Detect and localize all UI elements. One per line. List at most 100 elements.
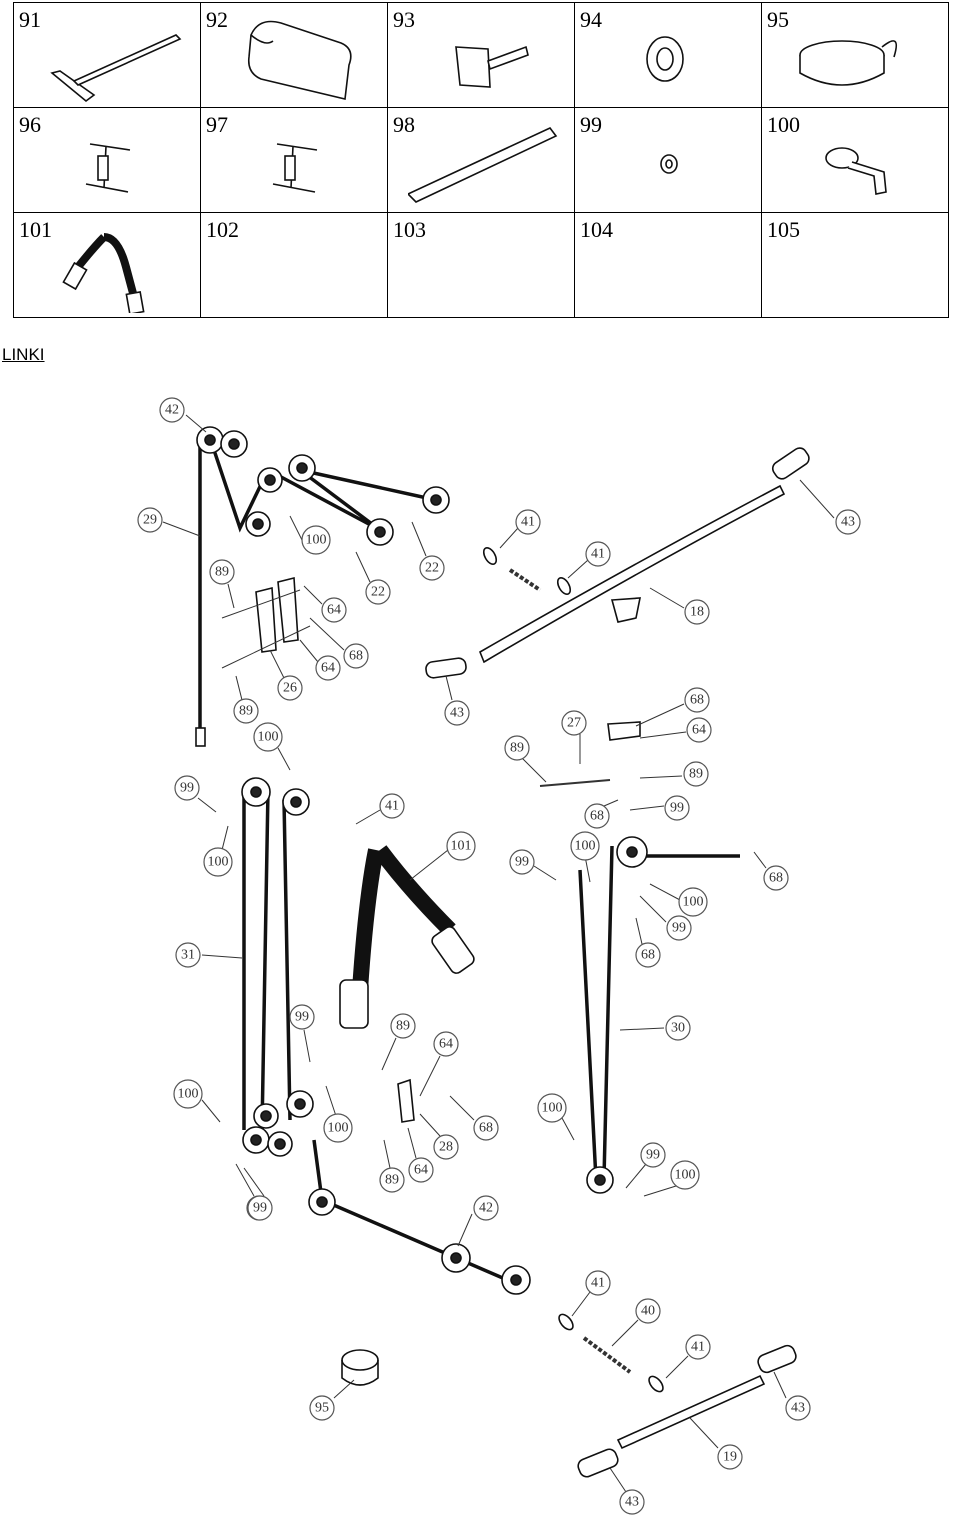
- plate-with-rod-icon: [50, 34, 182, 103]
- callout-label: 64: [692, 723, 706, 738]
- leader-line: [609, 1467, 627, 1493]
- leader-line: [303, 1029, 311, 1063]
- callout-label: 100: [328, 1121, 349, 1136]
- callout-99: 99: [664, 795, 690, 821]
- leader-line: [221, 825, 229, 851]
- leader-line: [197, 797, 217, 813]
- leader-line: [689, 1417, 719, 1449]
- part-number: 104: [580, 217, 613, 242]
- part-number: 96: [19, 112, 41, 137]
- callout-label: 100: [683, 895, 704, 910]
- leader-line: [567, 559, 589, 579]
- leader-line: [611, 1319, 639, 1347]
- callout-99: 99: [640, 1142, 666, 1168]
- table-cell: 104: [574, 212, 762, 318]
- callout-64: 64: [433, 1031, 459, 1057]
- leader-line: [201, 954, 243, 959]
- callout-68: 68: [343, 643, 369, 669]
- callout-label: 41: [591, 1276, 605, 1291]
- h-bracket-icon: [272, 143, 318, 193]
- callout-label: 100: [542, 1101, 563, 1116]
- parts-table: 91 92 93 94 95 96 97 98 99 100 101 102 1…: [13, 2, 949, 318]
- callout-label: 43: [841, 515, 855, 530]
- leader-line: [799, 479, 835, 519]
- table-cell: 103: [387, 212, 575, 318]
- callout-42: 42: [159, 397, 185, 423]
- leader-line: [289, 515, 303, 541]
- leader-line: [773, 1371, 787, 1399]
- table-cell: 101: [13, 212, 201, 318]
- callout-label: 101: [451, 839, 472, 854]
- leader-line: [619, 1027, 665, 1031]
- leader-line: [277, 747, 291, 771]
- callout-label: 18: [690, 605, 704, 620]
- callout-label: 99: [515, 855, 529, 870]
- callout-label: 89: [215, 565, 229, 580]
- part-number: 91: [19, 7, 41, 32]
- table-row: 96 97 98 99 100: [13, 107, 949, 213]
- callout-26: 26: [277, 675, 303, 701]
- callout-label: 89: [510, 741, 524, 756]
- table-cell: 92: [200, 2, 388, 108]
- callout-label: 64: [321, 661, 335, 676]
- leader-line: [499, 527, 519, 549]
- callout-label: 41: [691, 1340, 705, 1355]
- diagram-artwork: [195, 426, 810, 1478]
- callout-100: 100: [253, 722, 283, 752]
- leader-line: [649, 883, 681, 901]
- callout-100: 100: [203, 847, 233, 877]
- callout-101: 101: [446, 831, 476, 861]
- callout-label: 42: [165, 403, 179, 418]
- tricep-rope-icon: [62, 233, 145, 313]
- callout-label: 68: [690, 693, 704, 708]
- callout-label: 99: [672, 921, 686, 936]
- callout-label: 27: [567, 716, 581, 731]
- leader-line: [409, 849, 449, 881]
- callout-label: 30: [671, 1021, 685, 1036]
- leader-line: [603, 799, 619, 807]
- table-cell: 96: [13, 107, 201, 213]
- callout-64: 64: [686, 717, 712, 743]
- table-cell: 102: [200, 212, 388, 318]
- callout-22: 22: [419, 555, 445, 581]
- callout-64: 64: [315, 655, 341, 681]
- part-number: 97: [206, 112, 228, 137]
- callout-68: 68: [763, 865, 789, 891]
- leader-line: [411, 521, 427, 557]
- callout-label: 22: [371, 585, 385, 600]
- leader-line: [303, 585, 323, 605]
- callout-89: 89: [683, 761, 709, 787]
- callout-64: 64: [321, 597, 347, 623]
- ring-connector-icon: [646, 36, 684, 82]
- callout-89: 89: [233, 698, 259, 724]
- callout-label: 64: [414, 1163, 428, 1178]
- leader-line: [235, 675, 243, 701]
- table-cell: 91: [13, 2, 201, 108]
- callout-29: 29: [137, 507, 163, 533]
- callout-label: 43: [625, 1495, 639, 1510]
- table-cell: 97: [200, 107, 388, 213]
- seat-pad-icon: [247, 20, 352, 100]
- leader-line: [571, 1291, 591, 1317]
- leader-line: [355, 809, 381, 825]
- callout-100: 100: [301, 525, 331, 555]
- callout-label: 100: [178, 1087, 199, 1102]
- leader-line: [269, 649, 285, 679]
- callout-95: 95: [309, 1395, 335, 1421]
- leader-line: [753, 851, 767, 869]
- callout-99: 99: [509, 849, 535, 875]
- callout-43: 43: [835, 509, 861, 535]
- leader-line: [381, 1037, 397, 1071]
- callout-label: 100: [258, 730, 279, 745]
- leader-line: [639, 731, 687, 739]
- callout-27: 27: [561, 710, 587, 736]
- section-title: LINKI: [2, 345, 45, 364]
- callout-label: 89: [239, 704, 253, 719]
- callout-label: 89: [396, 1019, 410, 1034]
- part-number: 99: [580, 112, 602, 137]
- callout-label: 100: [575, 839, 596, 854]
- callout-label: 31: [181, 948, 195, 963]
- callout-label: 41: [591, 547, 605, 562]
- callout-label: 64: [327, 603, 341, 618]
- leader-line: [635, 917, 643, 945]
